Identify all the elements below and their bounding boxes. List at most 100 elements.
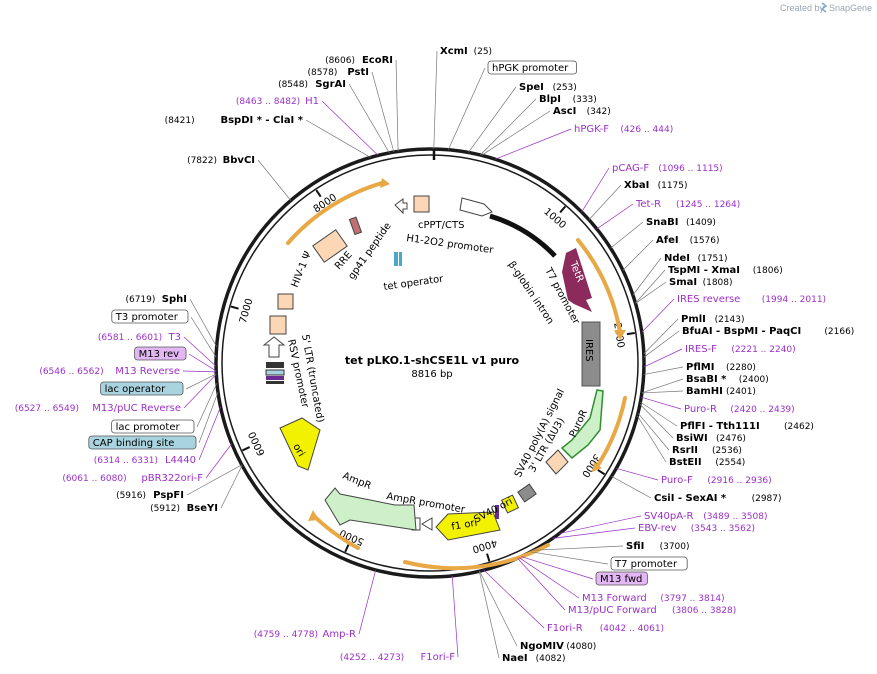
site-name: XbaI xyxy=(624,180,649,191)
leader-line xyxy=(186,464,242,496)
right-annotations: XcmI(25)hPGK promoterSpeI(253)BlpI(333)A… xyxy=(440,46,854,664)
leader-line xyxy=(479,571,518,647)
orf-arc-8000 xyxy=(286,181,384,245)
right-label-3: BlpI(333) xyxy=(539,94,597,105)
site-name: SnaBI xyxy=(646,217,678,228)
feature-box-label xyxy=(595,571,648,586)
lac-block xyxy=(266,376,284,380)
site-position: (2166) xyxy=(824,327,854,337)
leader-line xyxy=(616,467,659,481)
left-label-12: M13/pUC Reverse(6527 .. 6549) xyxy=(15,403,181,414)
site-position: (6546 .. 6562) xyxy=(39,367,103,377)
site-name: NgoMIV xyxy=(520,641,564,652)
site-name: BfuAI - BspMI - PaqCI xyxy=(682,326,801,337)
leader-line xyxy=(447,67,486,150)
feature-box-label xyxy=(134,346,187,361)
h1-arrow xyxy=(394,198,408,215)
tick-mark xyxy=(597,469,606,476)
orf-arrowhead xyxy=(380,178,390,188)
left-label-7: T3 promoter xyxy=(111,309,189,324)
site-name: BsiWI xyxy=(676,433,708,444)
leader-line xyxy=(220,465,243,509)
right-label-5: hPGK-F(426 .. 444) xyxy=(574,124,673,135)
site-name: SphI xyxy=(162,294,187,305)
leader-line xyxy=(640,401,678,427)
right-label-31: T7 promoter xyxy=(610,556,688,571)
site-position: (1245 .. 1264) xyxy=(676,200,740,210)
site-position: (2221 .. 2240) xyxy=(731,345,795,355)
site-position: (6719) xyxy=(125,295,155,305)
site-position: (1096 .. 1115) xyxy=(658,164,722,174)
left-label-19: Amp-R(4759 .. 4778) xyxy=(254,629,356,640)
leader-line xyxy=(637,412,670,451)
left-label-4: BspDI * - ClaI *(8421) xyxy=(165,115,304,126)
left-label-3: H1(8463 .. 8482) xyxy=(236,96,319,107)
left-label-10: M13 Reverse(6546 .. 6562) xyxy=(39,366,180,377)
right-label-14: IRES reverse(1994 .. 2011) xyxy=(677,294,826,305)
site-position: (6314 .. 6331) xyxy=(94,456,158,466)
right-label-28: SV40pA-R(3489 .. 3508) xyxy=(644,511,767,522)
leader-line xyxy=(358,569,377,635)
credit-prefix: Created by xyxy=(780,3,825,13)
left-label-15: L4440(6314 .. 6331) xyxy=(94,455,196,466)
site-name: BspDI * - ClaI * xyxy=(220,115,303,126)
site-position: (3489 .. 3508) xyxy=(703,512,767,522)
site-position: (25) xyxy=(474,47,492,57)
site-name: IRES-F xyxy=(685,344,717,355)
site-position: (6527 .. 6549) xyxy=(15,404,79,414)
site-position: (4042 .. 4061) xyxy=(600,624,664,634)
right-label-2: SpeI(253) xyxy=(519,82,577,93)
site-position: (333) xyxy=(573,95,597,105)
leader-line xyxy=(185,373,217,390)
gp41-box xyxy=(348,216,363,236)
site-name: hPGK-F xyxy=(574,124,609,135)
site-name: PstI xyxy=(347,67,369,78)
label-ampr: AmpR xyxy=(341,471,373,492)
site-name: SmaI xyxy=(669,277,697,288)
site-position: (1808) xyxy=(703,278,733,288)
feature-box-text: T7 promoter xyxy=(614,559,678,570)
rsv-promoter-arrow xyxy=(262,336,286,358)
site-name: F1ori-F xyxy=(421,652,456,663)
right-label-29: EBV-rev(3543 .. 3562) xyxy=(638,523,755,534)
feature-box-text: lac promoter xyxy=(116,422,181,433)
leader-line xyxy=(643,318,679,354)
site-name: pBR322ori-F xyxy=(141,473,203,484)
right-label-27: CsiI - SexAI *(2987) xyxy=(654,493,782,504)
leader-line xyxy=(348,83,390,154)
site-position: (2916 .. 2936) xyxy=(707,476,771,486)
left-label-8: T3(6581 .. 6601) xyxy=(98,332,181,343)
site-position: (1751) xyxy=(698,254,728,264)
ltr3-box xyxy=(545,449,569,475)
ampr-arrow xyxy=(324,487,417,531)
right-label-7: XbaI(1175) xyxy=(624,180,688,191)
site-name: M13/pUC Forward xyxy=(568,605,657,616)
site-position: (3797 .. 3814) xyxy=(660,594,724,604)
site-position: (8606) xyxy=(325,56,355,66)
tick-mark xyxy=(230,305,239,310)
small-feature xyxy=(495,505,499,519)
features xyxy=(262,195,604,541)
feature-box-text: M13 rev xyxy=(139,349,180,360)
tick-label: 6000 xyxy=(247,430,268,458)
site-position: (8548) xyxy=(278,80,308,90)
left-label-9: M13 rev xyxy=(134,346,187,361)
leader-line xyxy=(643,366,684,375)
orf-arrowhead xyxy=(592,462,602,472)
feature-box-label xyxy=(100,381,184,396)
leader-line xyxy=(483,569,545,629)
site-position: (2420 .. 2439) xyxy=(730,405,794,415)
right-label-11: NdeI(1751) xyxy=(664,253,728,264)
leader-line xyxy=(189,298,217,347)
site-position: (1806) xyxy=(753,266,783,276)
site-name: RsrII xyxy=(672,445,698,456)
right-label-19: BsaBI *(2400) xyxy=(686,374,769,385)
label-f1-ori: f1 ori xyxy=(451,518,479,533)
leader-line xyxy=(433,50,438,150)
leader-line xyxy=(198,406,221,461)
tick-label: 4000 xyxy=(471,537,499,555)
left-label-5: BbvCI(7822) xyxy=(187,155,255,166)
ori-arrow xyxy=(279,417,321,471)
site-name: SpeI xyxy=(519,82,544,93)
